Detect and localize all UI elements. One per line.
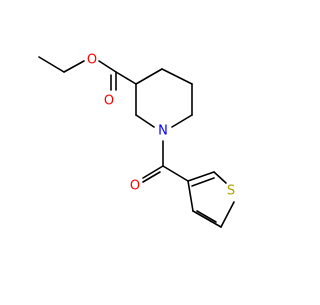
bond-ring-c3-c4 [135, 68, 163, 85]
bond-o-ester-carbon [98, 60, 117, 73]
ester-carbonyl-oxygen-label: O [104, 94, 114, 109]
bond-thiophene-c5-c4 [192, 210, 222, 228]
amide-carbonyl-oxygen-label: O [130, 179, 140, 194]
bond-amide-carbonyl-b [142, 171, 161, 183]
thiophene-sulfur-label: S [227, 184, 235, 199]
bond-ethyl-ch2-o [63, 60, 85, 73]
molecule-diagram: O O N O S [38, 53, 235, 228]
bond-thiophene-c3-c2-inner [191, 177, 215, 187]
bond-amide-to-thiophene [162, 165, 189, 182]
bond-thiophene-c2-s [213, 171, 227, 184]
bond-thiophene-s-c5 [220, 201, 235, 228]
ester-ether-oxygen-label: O [87, 53, 97, 68]
bond-thiophene-c4-c3 [187, 180, 194, 212]
bond-ethyl-ch3-ch2 [38, 56, 65, 73]
bond-thiophene-c5-c4-inner [196, 210, 217, 223]
bond-ring-n-c2 [135, 114, 155, 128]
bond-ester-to-ring [115, 71, 137, 85]
structure-canvas: O O N O S [38, 53, 235, 228]
piperidine-nitrogen-label: N [158, 124, 168, 139]
bond-ring-c4-c5 [161, 68, 193, 85]
bond-ring-c6-n [171, 114, 193, 128]
bond-thiophene-c3-c2 [187, 171, 215, 182]
bond-amide-carbonyl-a [142, 165, 164, 179]
